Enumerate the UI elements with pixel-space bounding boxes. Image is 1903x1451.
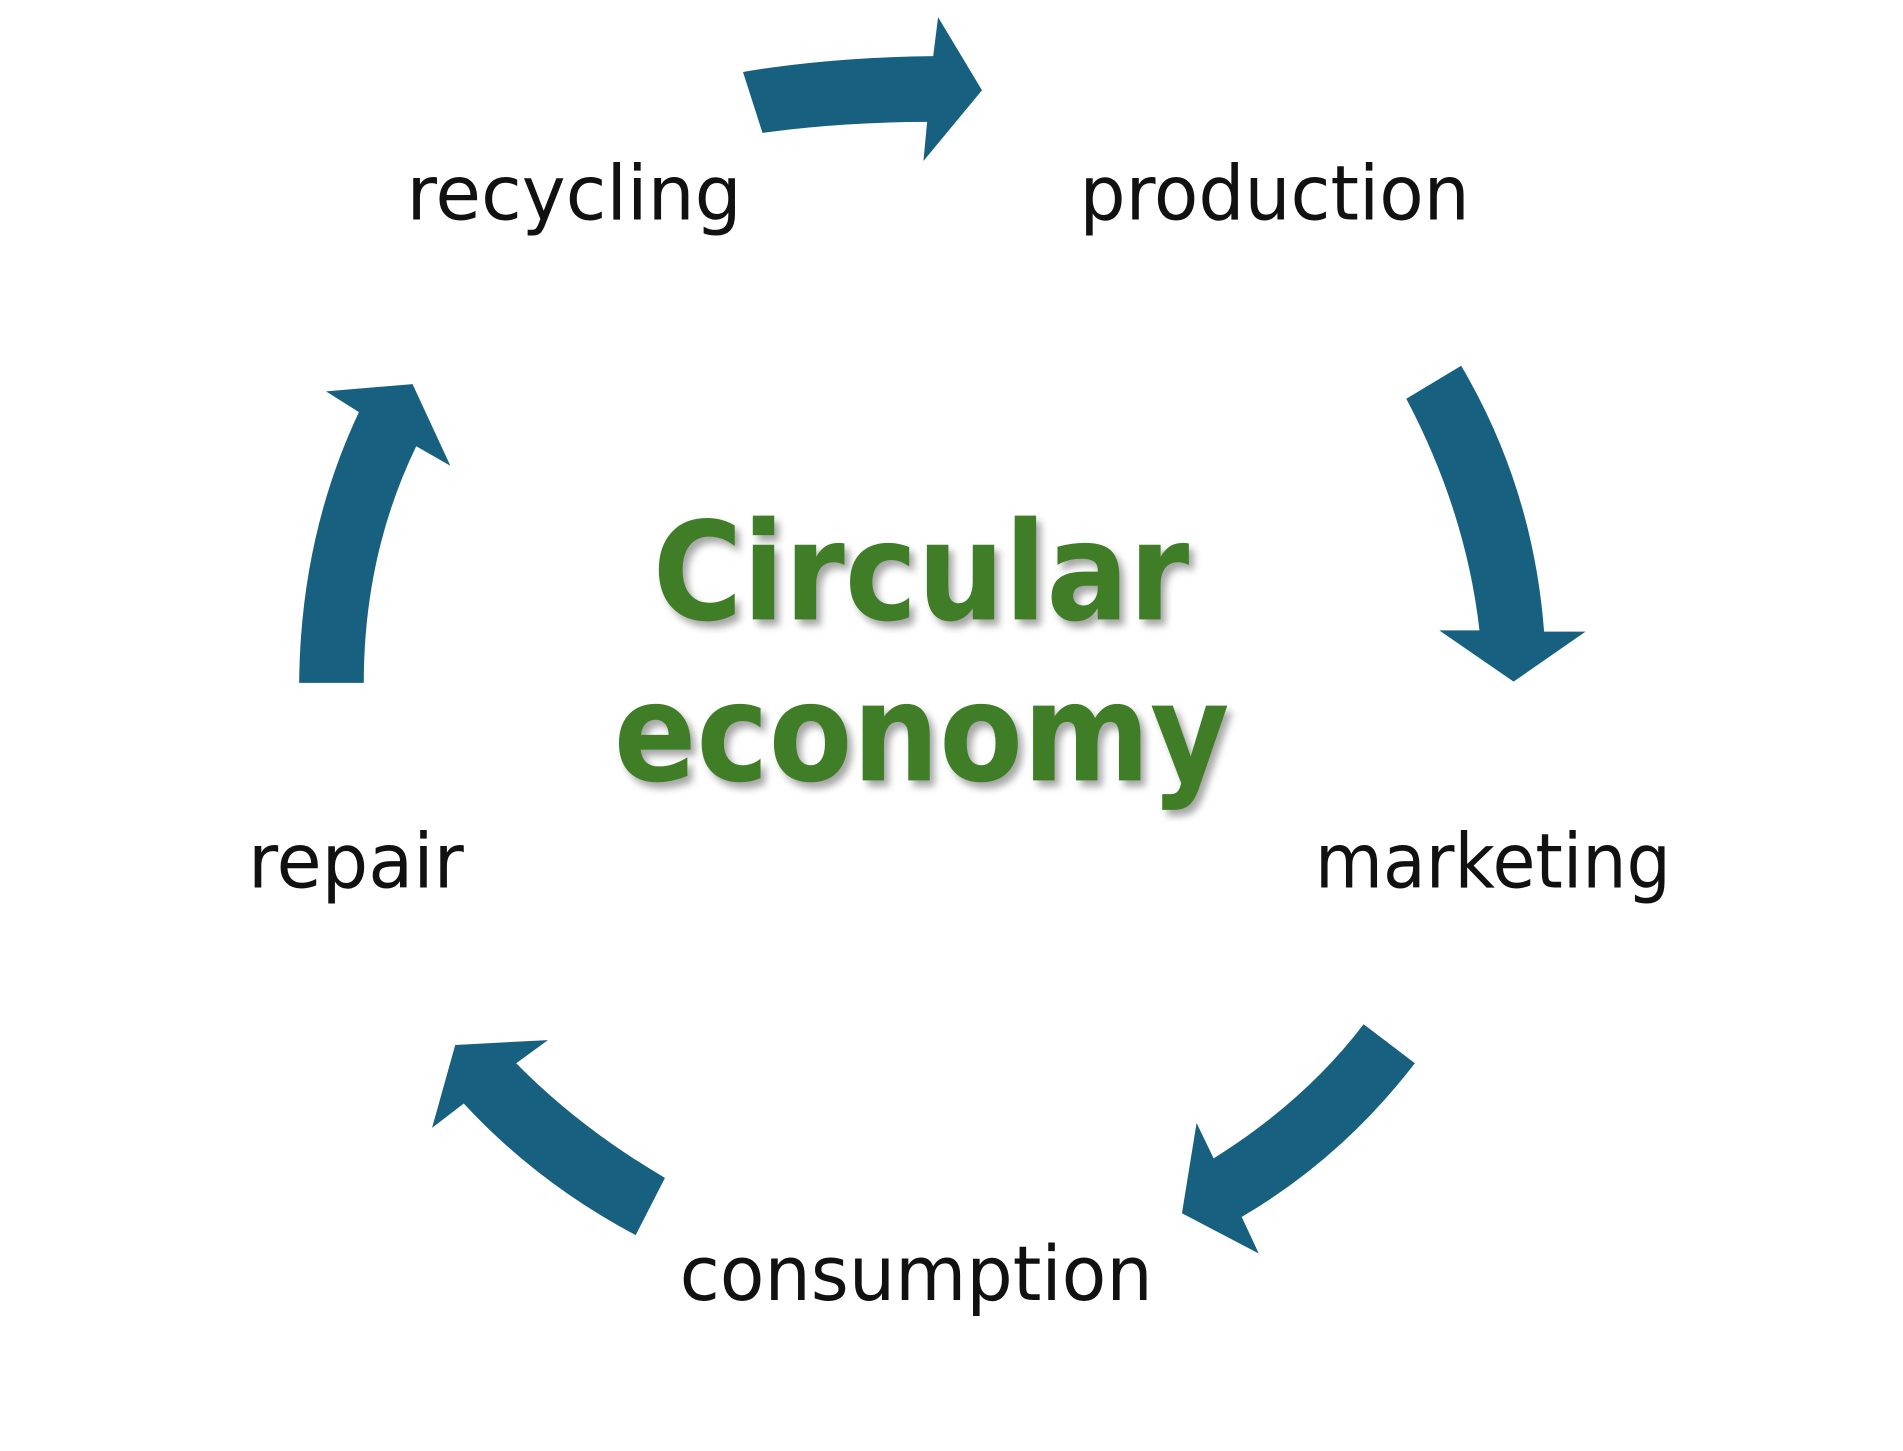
arrow-consumption-to-repair [432, 1040, 665, 1236]
arrow-production-to-marketing [1406, 365, 1586, 682]
arrow-recycling-to-production [742, 17, 982, 161]
stage-recycling: recycling [406, 149, 741, 237]
stage-consumption: consumption [680, 1230, 1153, 1318]
stage-repair: repair [248, 818, 465, 906]
arrow-repair-to-recycling [299, 384, 451, 683]
title-line-1: Circular [653, 493, 1190, 652]
stage-marketing: marketing [1315, 818, 1671, 906]
title-line-2: economy [614, 654, 1230, 813]
stage-production: production [1080, 149, 1470, 237]
cycle-arrows [299, 17, 1586, 1254]
arrow-marketing-to-consumption [1181, 1024, 1415, 1254]
